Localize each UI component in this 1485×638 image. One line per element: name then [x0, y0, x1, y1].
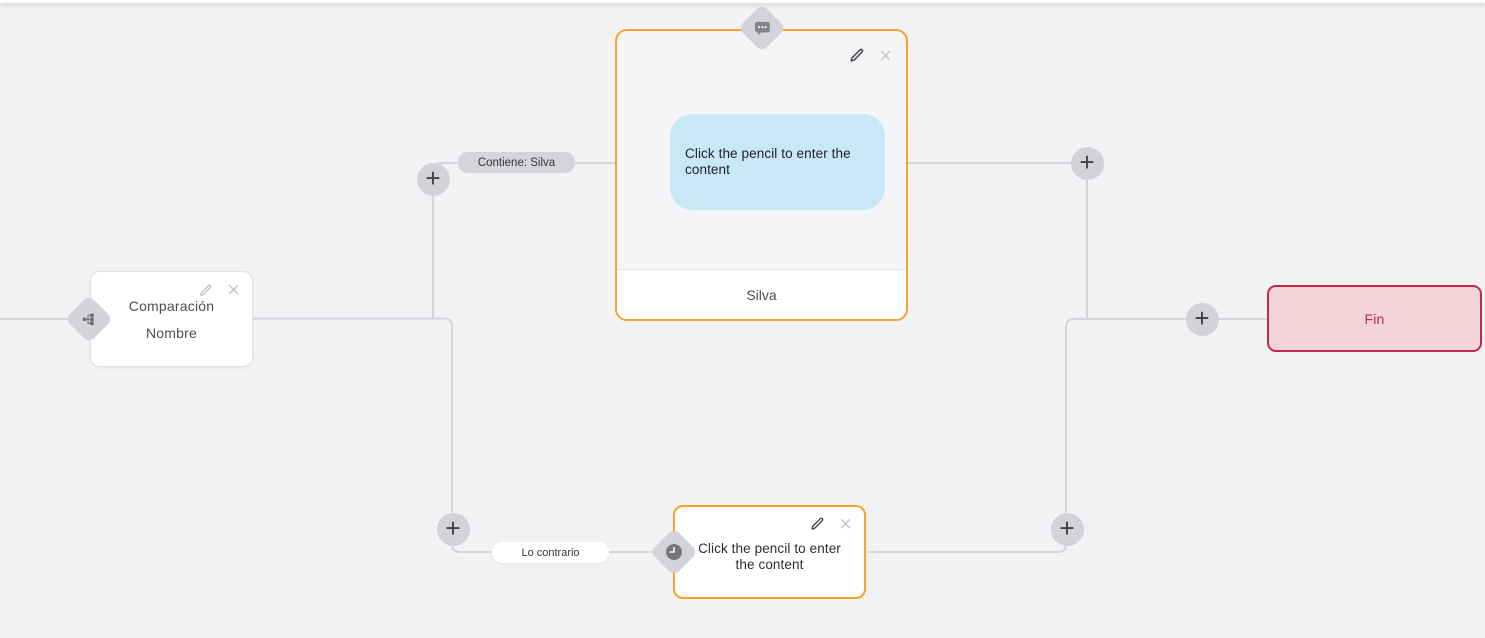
condition-title: Comparación [128, 297, 215, 314]
add-block-button-bottom-right[interactable]: + [1050, 512, 1084, 546]
chat-bubble-icon [754, 20, 771, 36]
condition-node[interactable]: × Comparación Nombre [90, 271, 253, 367]
add-block-button-top-left[interactable]: + [416, 162, 450, 196]
close-icon[interactable]: × [227, 277, 240, 302]
canvas-top-edge [0, 0, 1485, 3]
condition-node-handle[interactable] [64, 294, 114, 344]
close-icon[interactable]: × [839, 511, 852, 536]
add-block-button-bottom-left[interactable]: + [436, 512, 470, 546]
add-block-button-top-right[interactable]: + [1070, 146, 1104, 180]
end-node-label: Fin [1364, 310, 1385, 327]
message-node-handle[interactable] [737, 3, 787, 53]
wire-condition-true [432, 162, 616, 319]
branch-icon [82, 312, 96, 327]
wire-condition-false [253, 317, 658, 553]
wire-delay-to-end [868, 318, 1268, 553]
edge-label-condition-true: Contiene: Silva [458, 152, 575, 173]
message-footer[interactable]: Silva [617, 269, 906, 319]
delay-placeholder-text: Click the pencil to enter the content [698, 540, 841, 572]
message-node[interactable]: × Click the pencil to enter the content … [615, 29, 908, 321]
delay-node[interactable]: × Click the pencil to enter the content [673, 505, 866, 599]
wire-message-to-end [908, 162, 1088, 319]
delay-node-handle[interactable] [649, 527, 699, 577]
end-node[interactable]: Fin [1267, 285, 1482, 352]
message-bubble: Click the pencil to enter the content [670, 114, 885, 210]
add-block-button-before-end[interactable]: + [1185, 302, 1219, 336]
clock-icon [665, 543, 683, 561]
message-bubble-text: Click the pencil to enter the content [685, 146, 851, 177]
message-footer-label: Silva [746, 286, 777, 303]
edit-pencil-icon[interactable] [809, 516, 825, 532]
edge-label-condition-false: Lo contrario [492, 542, 609, 563]
condition-subtitle: Nombre [146, 324, 197, 341]
close-icon[interactable]: × [879, 42, 892, 68]
edit-pencil-icon[interactable] [848, 47, 865, 64]
edit-pencil-icon[interactable] [198, 283, 213, 298]
